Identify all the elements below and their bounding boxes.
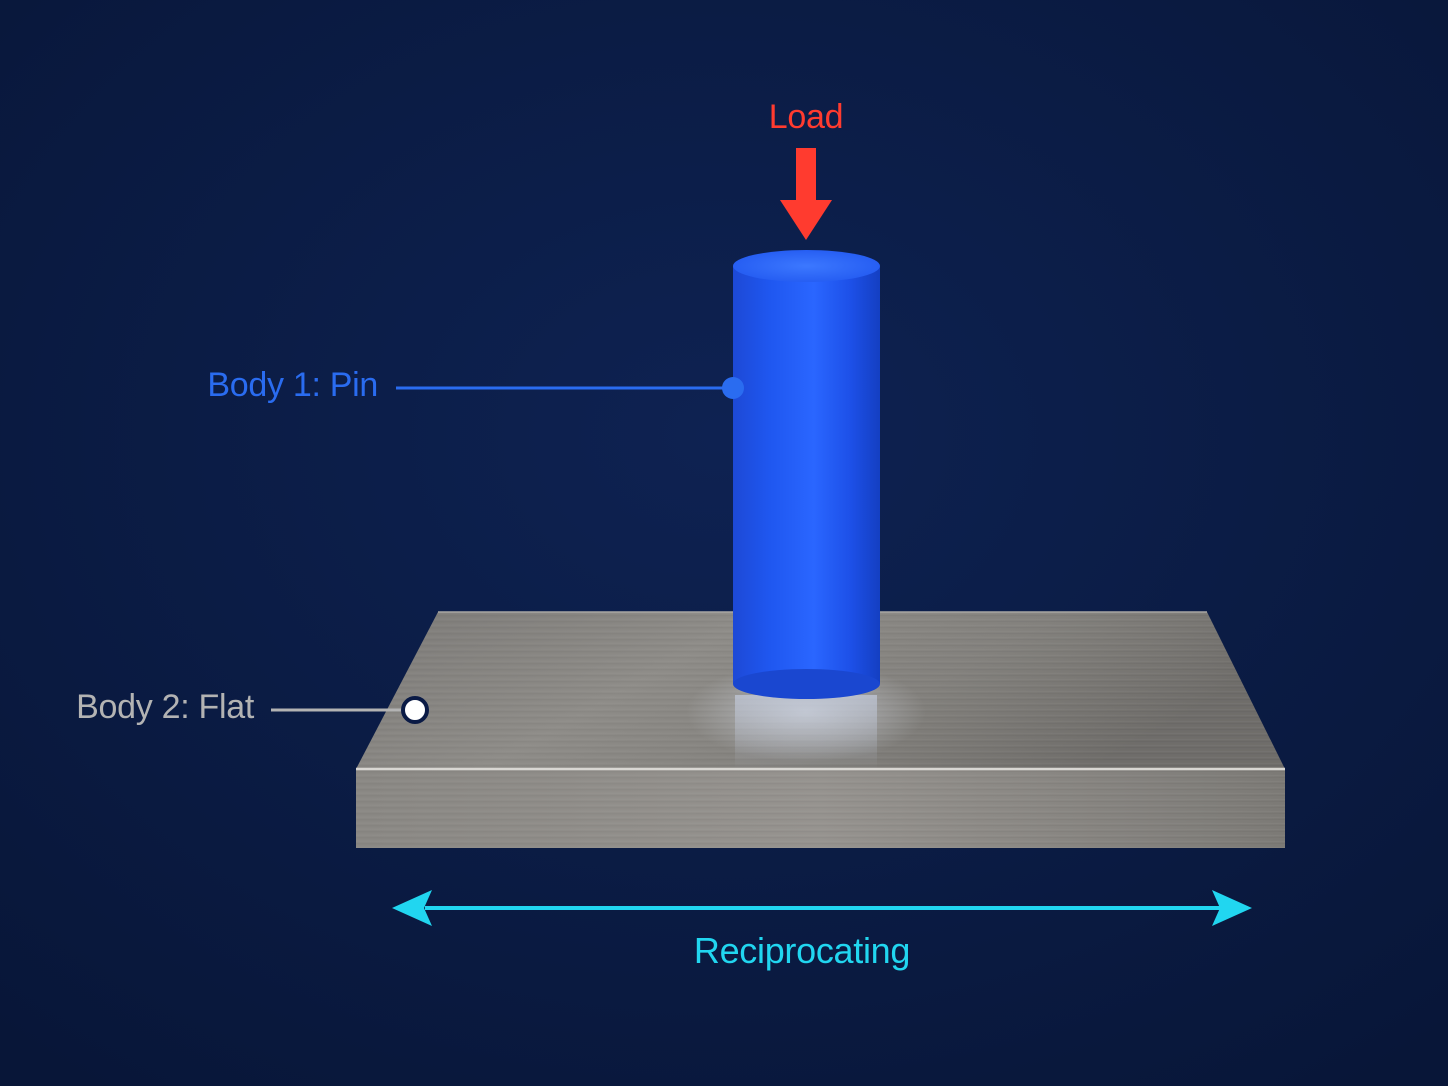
- flat-plate: [356, 611, 1285, 848]
- pin-bottom: [733, 669, 880, 699]
- reciprocating-label: Reciprocating: [693, 930, 911, 971]
- flat-leader-line: [271, 696, 429, 724]
- load-arrow-icon: [780, 148, 832, 240]
- pin-body: [733, 266, 880, 684]
- pin-reflection: [735, 695, 877, 769]
- flat-leader-dot: [401, 696, 429, 724]
- pin-leader-line: [396, 377, 744, 399]
- pin-top: [733, 250, 880, 282]
- flat-plate-front-texture: [356, 769, 1285, 848]
- pin-label: Body 1: Pin: [207, 366, 378, 404]
- reciprocating-arrow-icon: [392, 890, 1252, 926]
- pin-leader-dot: [722, 377, 744, 399]
- pin-cylinder: [733, 250, 880, 699]
- flat-label: Body 2: Flat: [76, 688, 254, 726]
- load-label: Load: [768, 98, 844, 136]
